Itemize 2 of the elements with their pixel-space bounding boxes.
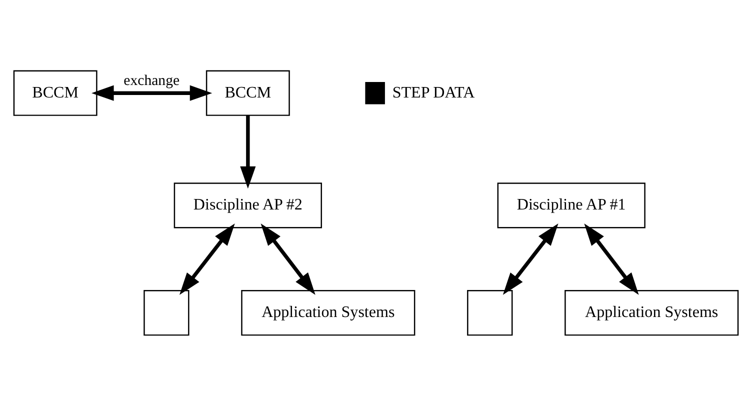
edge-label: exchange xyxy=(123,73,180,90)
legend-label: STEP DATA xyxy=(392,84,474,102)
